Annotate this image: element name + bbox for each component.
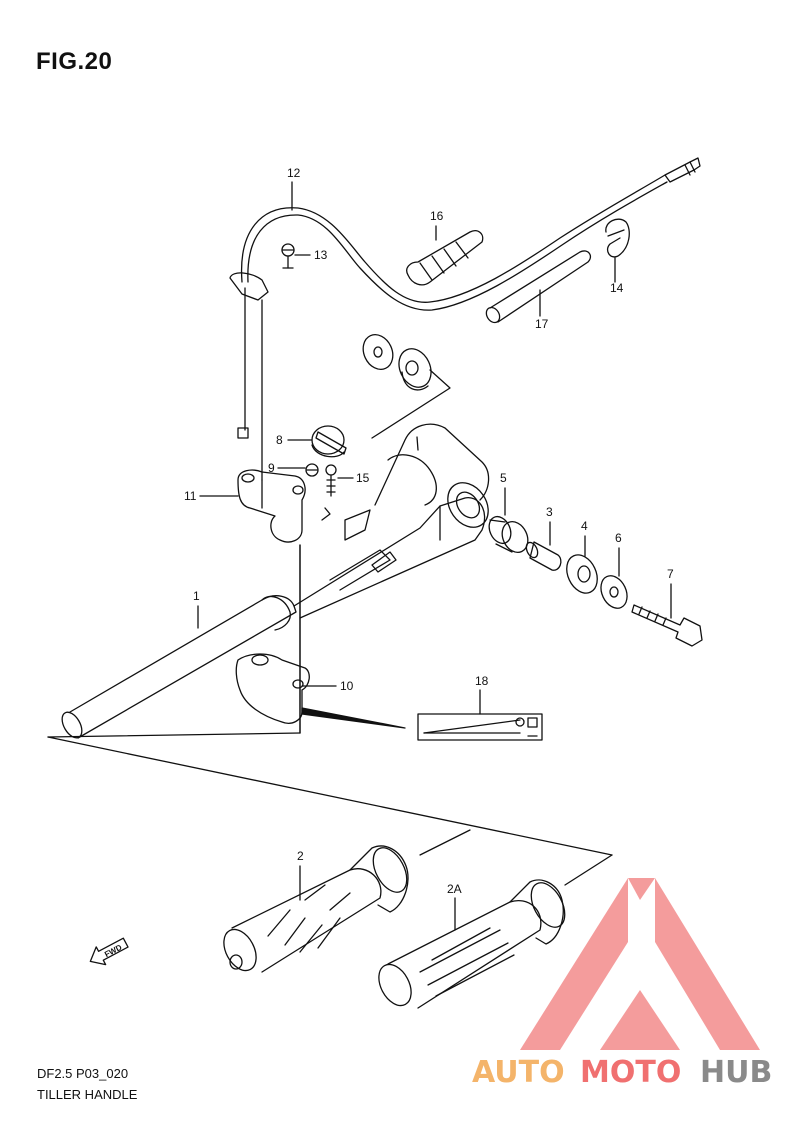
screw-9 — [305, 463, 319, 477]
part-label-2: 2 — [297, 849, 304, 863]
part-label-7: 7 — [667, 567, 674, 581]
part-label-5: 5 — [500, 471, 507, 485]
bushing-5 — [488, 515, 529, 554]
part-label-11: 11 — [184, 489, 197, 503]
watermark-text-auto: AUTO — [472, 1055, 565, 1090]
grip-2 — [223, 845, 409, 973]
lower-bracket-10 — [235, 653, 310, 724]
washer-4 — [566, 554, 598, 594]
part-label-12: 12 — [287, 166, 301, 180]
watermark-text-hub: HUB — [700, 1055, 772, 1090]
part-label-6: 6 — [615, 531, 622, 545]
part-label-1: 1 — [193, 589, 200, 603]
part-label-13: 13 — [314, 248, 328, 262]
part-label-3: 3 — [546, 505, 553, 519]
cable-clamp-13 — [229, 243, 295, 301]
part-label-9: 9 — [268, 461, 275, 475]
rubber-sleeve-16 — [406, 230, 484, 286]
tiller-handle-1 — [61, 423, 490, 739]
clip-14 — [605, 218, 630, 258]
part-label-2a: 2A — [447, 882, 462, 896]
throttle-knob-8 — [311, 425, 347, 458]
figure-caption: TILLER HANDLE — [37, 1087, 138, 1102]
washers-top — [362, 333, 432, 391]
bolt-15 — [325, 464, 337, 497]
part-label-14: 14 — [610, 281, 624, 295]
label-plate-18 — [301, 707, 543, 741]
upper-bracket-11 — [237, 469, 306, 543]
watermark-logo-icon: AUTO MOTO HUB — [472, 878, 772, 1090]
pivot-bolt-7 — [631, 604, 703, 647]
part-label-16: 16 — [430, 209, 444, 223]
figure-title: FIG.20 — [36, 48, 113, 75]
fwd-arrow-icon: FWD — [89, 937, 129, 966]
model-code: DF2.5 P03_020 — [37, 1066, 129, 1081]
part-label-10: 10 — [340, 679, 354, 693]
part-label-18: 18 — [475, 674, 489, 688]
throttle-cable — [237, 157, 701, 439]
reference-lines — [47, 299, 613, 886]
part-label-15: 15 — [356, 471, 370, 485]
collar-3 — [525, 541, 562, 571]
part-label-17: 17 — [535, 317, 549, 331]
part-label-8: 8 — [276, 433, 283, 447]
tube-17 — [485, 250, 592, 324]
washer-6 — [600, 575, 628, 609]
watermark-text-moto: MOTO — [580, 1055, 681, 1090]
part-label-4: 4 — [581, 519, 588, 533]
grip-2a — [378, 879, 566, 1009]
